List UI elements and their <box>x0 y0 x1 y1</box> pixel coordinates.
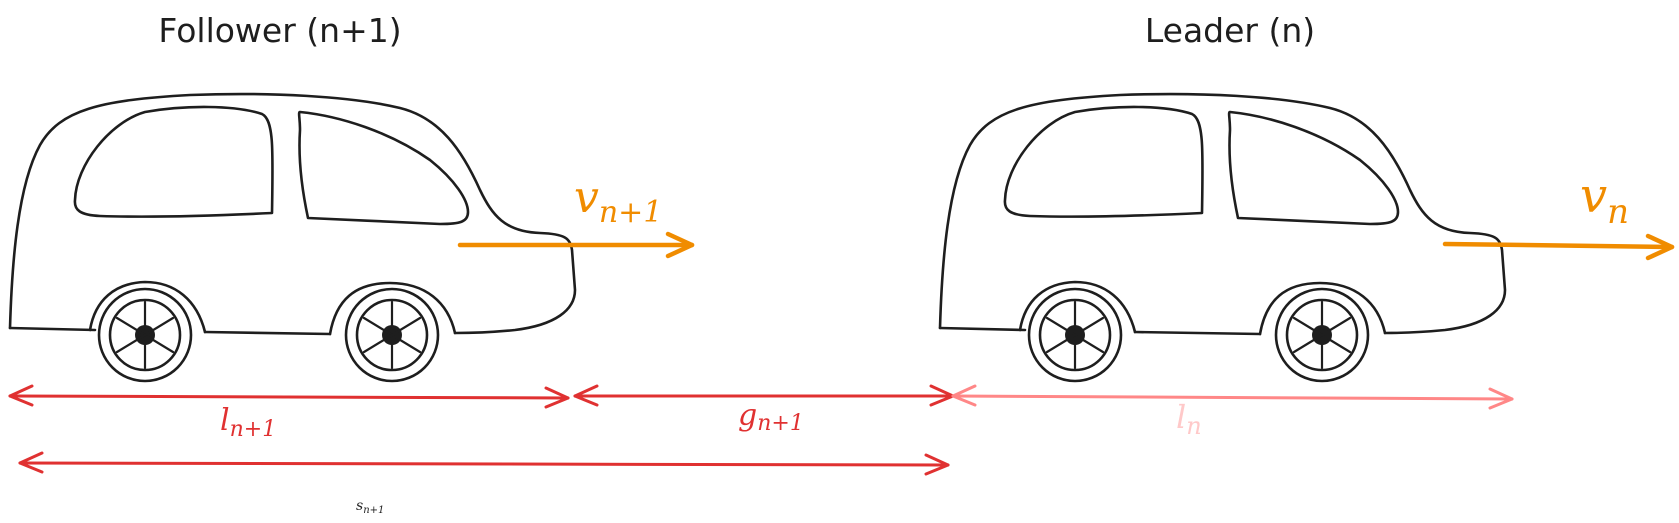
leader-length-arrow <box>951 384 1514 410</box>
spacing-arrow <box>18 451 950 476</box>
follower-length-arrow <box>8 384 570 409</box>
spacing-label: sn+1 <box>356 498 384 516</box>
leader-velocity-arrow <box>1442 233 1675 261</box>
leader-velocity-label: vn <box>1580 168 1629 232</box>
gap-arrow <box>573 384 955 407</box>
follower-title: Follower (n+1) <box>158 11 401 50</box>
follower-car <box>8 92 577 383</box>
leader-title: Leader (n) <box>1145 11 1315 50</box>
follower-velocity-label: vn+1 <box>574 172 662 230</box>
follower-velocity-arrow <box>457 231 695 259</box>
gap-label: gn+1 <box>738 398 804 436</box>
follower-length-label: ln+1 <box>220 403 276 442</box>
leader-car <box>938 92 1507 383</box>
leader-length-label: ln <box>1176 398 1202 440</box>
